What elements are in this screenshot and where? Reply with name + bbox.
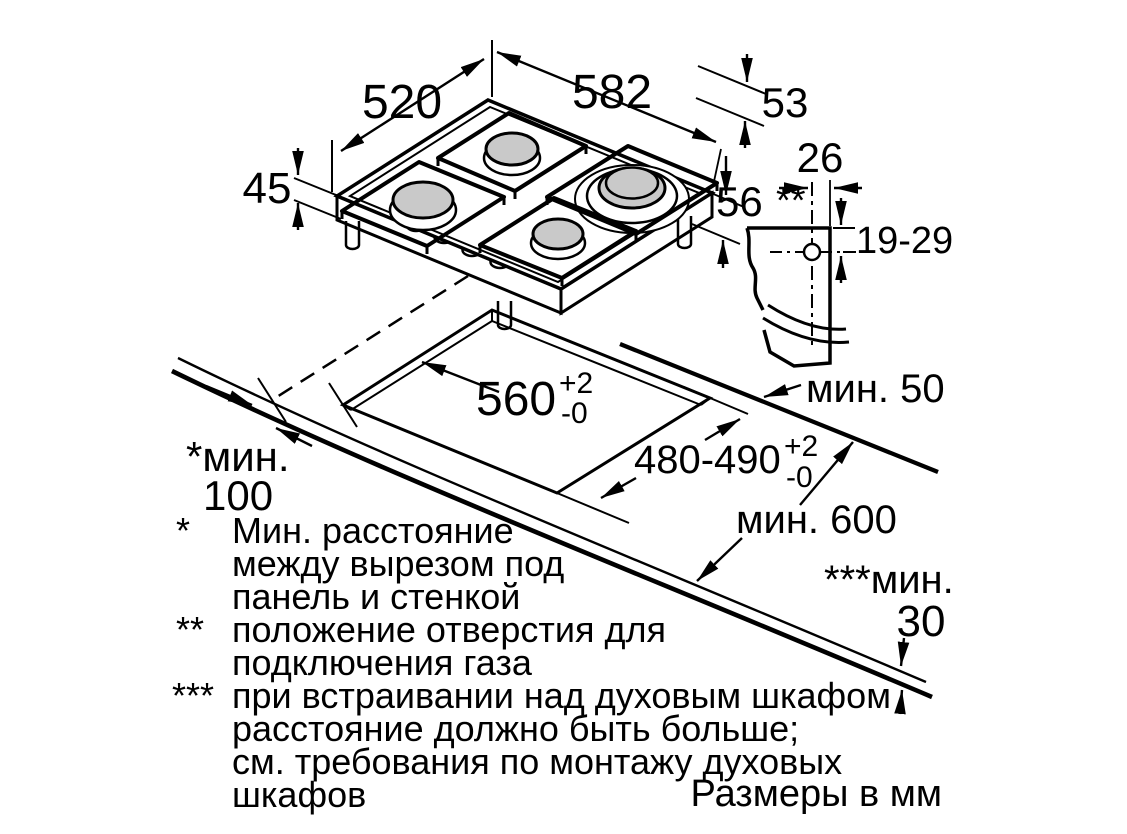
- clearance-min-50-label: мин. 50: [806, 367, 945, 411]
- units-note: Размеры в мм: [691, 773, 942, 815]
- cutout-width-label: 560 +2 -0: [476, 367, 593, 430]
- dimension-arrow-min-100: [205, 384, 253, 407]
- cutout-width-value: 560: [476, 373, 556, 426]
- dimension-arrow-480-490: [704, 417, 741, 442]
- dimension-56-label: 56: [716, 178, 763, 225]
- footnote-line: положение отверстия для: [232, 609, 666, 650]
- footnote-marker: **: [176, 609, 204, 650]
- burner-cap-left: [391, 180, 455, 220]
- extension-line: [532, 386, 749, 524]
- footnote-line: между вырезом под: [232, 543, 564, 584]
- dimension-arrow-560: [421, 360, 500, 394]
- break-wave-line: [767, 303, 847, 331]
- dimension-arrow-min-30: [894, 689, 906, 715]
- worktop-front-edge-bottom: [170, 368, 933, 700]
- footnote-line: расстояние должно быть больше;: [232, 708, 799, 749]
- clearance-min-30-label-line1: ***мин.: [824, 558, 954, 602]
- dimension-19-29-label: 19-29: [856, 220, 953, 262]
- profile-broken-edge: [745, 227, 765, 311]
- hob-leg-right: [676, 216, 693, 250]
- gas-position-marker: **: [776, 180, 806, 222]
- clearance-min-30-label-line2: 30: [897, 597, 946, 646]
- break-wave-line: [762, 316, 850, 344]
- burner-cap-front: [531, 217, 585, 251]
- extension-line: [691, 189, 745, 245]
- extension-line: [712, 148, 722, 187]
- cutout-depth-label: 480-490 +2 -0: [634, 430, 818, 494]
- footnote-line: шкафов: [232, 774, 366, 815]
- footnote-line: панель и стенкой: [232, 576, 520, 617]
- footnote-line: при встраивании над духовым шкафом: [232, 675, 891, 716]
- wok-burner-cap-top: [604, 166, 660, 200]
- grate-feet: [340, 146, 719, 286]
- extension-line: [833, 227, 856, 253]
- clearance-min-100-label-line2: 100: [203, 472, 273, 519]
- clearance-min-600-label: мин. 600: [736, 498, 897, 542]
- footnote-line: см. требования по монтажу духовых: [232, 741, 842, 782]
- footnote-marker: ***: [172, 675, 214, 716]
- worktop-front-edge-top: [177, 356, 927, 684]
- dimension-lines: [205, 40, 910, 715]
- footnotes: * Мин. расстояние между вырезом под пане…: [172, 510, 891, 815]
- footnote-line: подключения газа: [232, 642, 533, 683]
- cutout-depth-value: 480-490: [634, 438, 781, 482]
- dimension-arrow-min-100: [275, 426, 313, 448]
- clearance-min-100-label-line1: *мин.: [186, 433, 290, 480]
- extension-line: [695, 65, 767, 127]
- cutout-width-tol-minus: -0: [561, 397, 588, 430]
- dimension-arrow-520: [340, 57, 485, 153]
- dimension-45-label: 45: [243, 164, 292, 213]
- dimension-arrow-582: [496, 50, 717, 144]
- hob-leg-front: [496, 301, 513, 331]
- dimension-520-label: 520: [362, 76, 442, 129]
- extension-line: [257, 377, 358, 428]
- hob-leg-left: [344, 221, 361, 251]
- footnote-line: Мин. расстояние: [232, 510, 514, 551]
- cutout-depth-tol-plus: +2: [784, 430, 818, 463]
- cutout-width-tol-plus: +2: [559, 367, 593, 400]
- dimension-arrow-480-490: [600, 476, 637, 500]
- cutout-depth-tol-minus: -0: [786, 461, 813, 494]
- dimension-582-label: 582: [572, 66, 652, 119]
- footnote-marker: *: [176, 510, 190, 551]
- dimension-53-label: 53: [762, 79, 809, 126]
- worktop: [170, 274, 939, 700]
- gas-connection-profile: [745, 180, 850, 368]
- hob-isometric-view: [333, 98, 719, 331]
- dimension-26-label: 26: [797, 134, 844, 181]
- gas-connection-hole: [802, 242, 822, 262]
- projection-dashed-line: [271, 274, 469, 402]
- dimension-labels: 520 582 53 45 56 26 ** 19-29 560 +2 -0 4…: [186, 66, 954, 646]
- dimension-arrow-min-600: [799, 441, 854, 506]
- worktop-back-edge: [619, 342, 939, 474]
- extension-line: [293, 177, 342, 220]
- dimension-arrow-min-600: [696, 537, 743, 582]
- burner-cap-back: [484, 131, 540, 167]
- burners: [388, 131, 690, 261]
- leader-arrow-min-50: [763, 383, 802, 399]
- dimension-arrow-min-30: [897, 637, 910, 667]
